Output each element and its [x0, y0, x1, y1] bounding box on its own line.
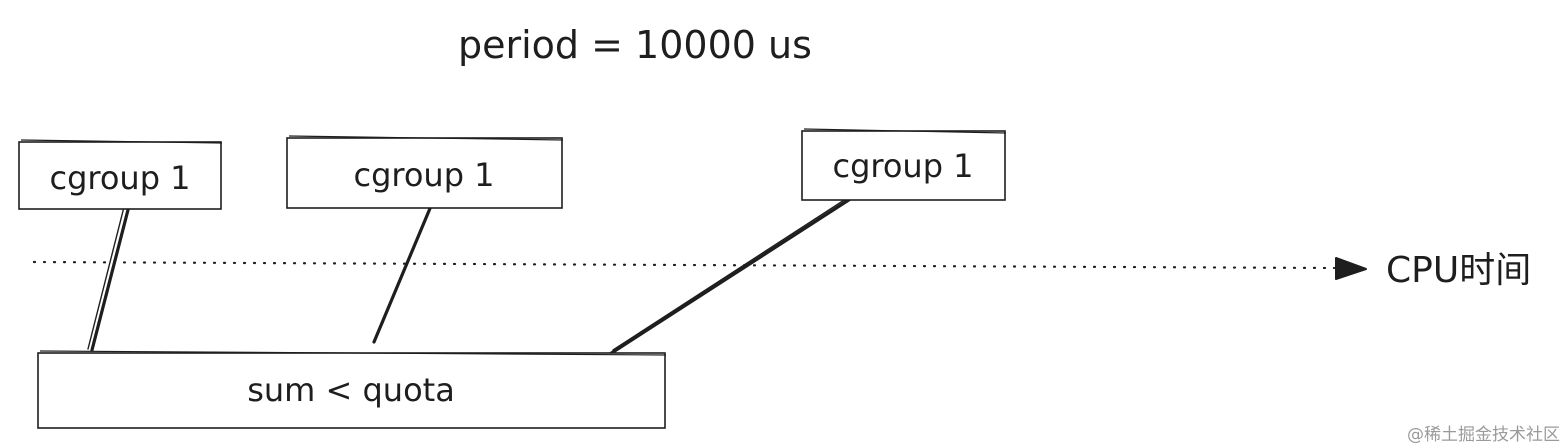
connector-3 [608, 192, 860, 356]
connector-2 [372, 204, 433, 344]
connector-3-sketch [612, 194, 853, 351]
connectors [87, 192, 860, 356]
cgroup-box-1: cgroup 1 [18, 139, 223, 210]
connector-1-sketch [87, 206, 125, 350]
cgroup-box-3: cgroup 1 [801, 128, 1007, 201]
cgroup-label-2: cgroup 1 [353, 156, 494, 194]
watermark: @稀土掘金技术社区 [1407, 425, 1560, 445]
axis-line [32, 260, 1336, 270]
sum-quota-box: sum < quota [37, 350, 667, 429]
cgroup-label-1: cgroup 1 [49, 159, 190, 197]
axis-arrowhead [1335, 257, 1367, 280]
axis-label: CPU时间 [1386, 250, 1531, 291]
cgroup-box-2: cgroup 1 [286, 135, 564, 209]
cpu-time-axis: CPU时间 [32, 250, 1531, 291]
sum-quota-label: sum < quota [247, 371, 455, 409]
connector-1 [90, 204, 131, 352]
cgroup-label-3: cgroup 1 [832, 147, 973, 185]
period-title: period = 10000 us [458, 23, 812, 67]
